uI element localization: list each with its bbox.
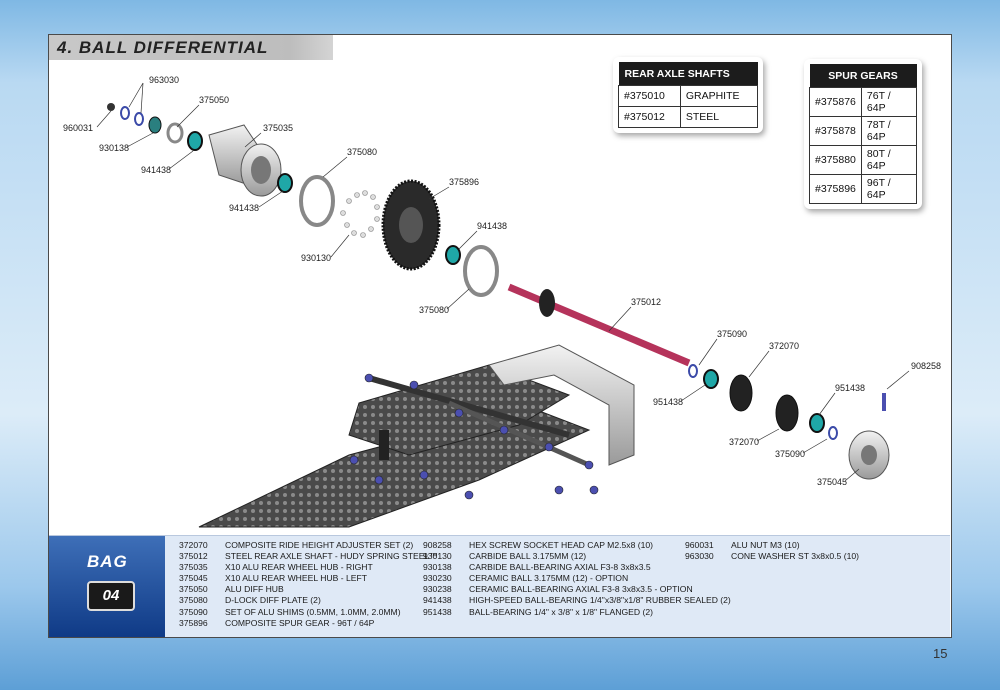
- callout-375080-b: 375080: [419, 305, 449, 315]
- callout-908258: 908258: [911, 361, 941, 371]
- callout-375012: 375012: [631, 297, 661, 307]
- table-row: #375880 80T / 64P: [809, 145, 918, 175]
- callout-960031: 960031: [63, 123, 93, 133]
- bag-label: BAG: [87, 552, 128, 571]
- callout-372070-b: 372070: [729, 437, 759, 447]
- section-title: 4. BALL DIFFERENTIAL: [49, 35, 333, 60]
- callout-372070-a: 372070: [769, 341, 799, 351]
- callout-941438-a: 941438: [141, 165, 171, 175]
- exploded-diagram: 963030 960031 375050 930138 375035 94143…: [63, 75, 941, 528]
- rear-axle-shafts-table: REAR AXLE SHAFTS #375010 GRAPHITE #37501…: [613, 57, 763, 133]
- spur-gears-header: SPUR GEARS: [809, 64, 917, 88]
- callout-375035: 375035: [263, 123, 293, 133]
- callout-375080-a: 375080: [347, 147, 377, 157]
- rear-axle: [507, 283, 691, 367]
- callout-375090-b: 375090: [775, 449, 805, 459]
- rear-brace: [488, 344, 635, 466]
- page-frame: 4. BALL DIFFERENTIAL: [48, 34, 952, 638]
- table-row: #375878 78T / 64P: [809, 116, 918, 146]
- page-number: 15: [933, 646, 948, 661]
- callout-375896: 375896: [449, 177, 479, 187]
- callout-375090-a: 375090: [717, 329, 747, 339]
- callout-375045: 375045: [817, 477, 847, 487]
- chassis-plate: [198, 406, 591, 528]
- table-row: #375010 GRAPHITE: [618, 85, 759, 107]
- bag-number: 04: [87, 581, 135, 611]
- rear-axle-shafts-header: REAR AXLE SHAFTS: [618, 62, 758, 86]
- bag-badge: BAG 04: [49, 536, 165, 637]
- table-row: #375876 76T / 64P: [809, 87, 918, 117]
- callout-930130: 930130: [301, 253, 331, 263]
- callout-963030: 963030: [149, 75, 179, 85]
- spur-gears-table: SPUR GEARS #375876 76T / 64P #375878 78T…: [804, 59, 922, 209]
- table-row: #375896 96T / 64P: [809, 174, 918, 204]
- callout-930138: 930138: [99, 143, 129, 153]
- callout-375050: 375050: [199, 95, 229, 105]
- callout-951438-a: 951438: [653, 397, 683, 407]
- callout-941438-b: 941438: [229, 203, 259, 213]
- callout-951438-b: 951438: [835, 383, 865, 393]
- callout-941438-c: 941438: [477, 221, 507, 231]
- table-row: #375012 STEEL: [618, 106, 759, 128]
